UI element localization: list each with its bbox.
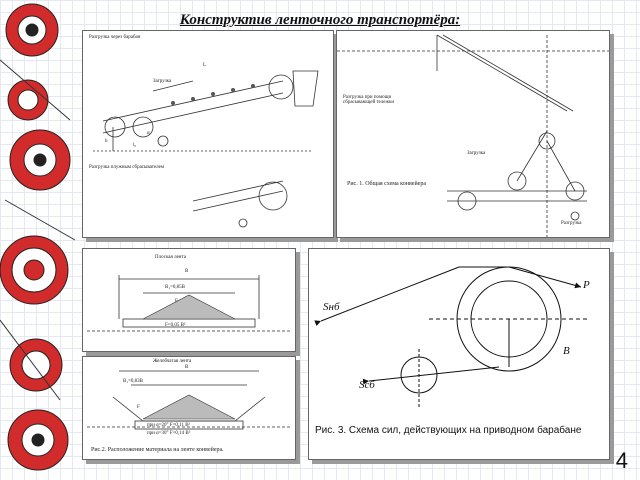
label-width-B1: B₁=0,83B bbox=[123, 379, 143, 384]
label-loading: Загрузка bbox=[153, 79, 172, 84]
decorative-gear-strip bbox=[0, 3, 76, 471]
label-formula-30: при α=30° F=0,14 B² bbox=[147, 431, 191, 436]
conveyor-drum-diagram bbox=[93, 70, 319, 228]
figure-caption-3: Рис. 3. Схема сил, действующих на привод… bbox=[315, 425, 582, 436]
flat-belt-diagram bbox=[87, 275, 291, 332]
label-width-B: B bbox=[185, 269, 189, 274]
gear-icon bbox=[0, 235, 69, 305]
figure-panel-tripper: Разгрузка при помощи сбрасывающей тележк… bbox=[336, 30, 610, 238]
label-area-F: F bbox=[175, 299, 178, 304]
label-loading: Загрузка bbox=[467, 151, 486, 156]
gear-icon bbox=[9, 338, 63, 392]
label-trough-belt: Желобчатая лента bbox=[153, 359, 192, 364]
label-force-P: P bbox=[583, 279, 590, 291]
label-width-B: B bbox=[185, 365, 189, 370]
label-plough-unload: Разгрузка плужным сбрасывателем bbox=[89, 165, 165, 170]
label-dim-h: h bbox=[105, 139, 108, 144]
figure-panel-trough-belt: Желобчатая лента B B₁=0,83B F при α=20° … bbox=[82, 356, 296, 460]
figure-panel-conveyor-drum: Разгрузка через барабан Загрузка L α h l… bbox=[82, 30, 334, 238]
label-tripper-unload: Разгрузка при помощи сбрасывающей тележк… bbox=[343, 95, 395, 105]
gear-icon bbox=[5, 3, 59, 57]
label-force-S-in: Sнб bbox=[323, 301, 340, 313]
label-force-S-out: Sсб bbox=[359, 379, 375, 391]
figure-caption-1: Рис. 1. Общая схема конвейера bbox=[347, 181, 426, 187]
page-number: 4 bbox=[615, 448, 628, 473]
label-dim-l0: l₀ bbox=[133, 143, 137, 148]
trough-belt-diagram bbox=[87, 370, 291, 430]
label-unload-drum: Разгрузка через барабан bbox=[89, 35, 141, 40]
slide-title: Конструктив ленточного транспортёра: bbox=[179, 12, 461, 28]
label-width-B1: B₁=0,85B bbox=[165, 285, 185, 290]
label-area-formula: F=0,05 B² bbox=[165, 323, 186, 328]
drum-forces-diagram bbox=[314, 266, 589, 409]
label-dim-l: L bbox=[203, 63, 207, 68]
label-flat-belt: Плоская лента bbox=[155, 255, 186, 260]
figure-panel-drum-forces: Sнб Sсб P B Рис. 3. Схема сил, действующ… bbox=[308, 248, 610, 460]
figure-panel-flat-belt: Плоская лента B B₁=0,85B F F=0,05 B² bbox=[82, 248, 296, 352]
label-force-B: B bbox=[563, 345, 570, 357]
figure-caption-2: Рис.2. Расположение материала на ленте к… bbox=[91, 447, 224, 453]
gear-icon bbox=[9, 129, 71, 191]
gear-icon bbox=[7, 409, 69, 471]
label-dim-alpha: α bbox=[147, 131, 150, 136]
label-unloading: Разгрузка bbox=[561, 221, 582, 226]
label-formula-20: при α=20° F=0,11 B² bbox=[147, 423, 191, 428]
label-area-F: F bbox=[137, 405, 140, 410]
gear-icon bbox=[7, 79, 49, 121]
tripper-diagram bbox=[337, 34, 609, 237]
